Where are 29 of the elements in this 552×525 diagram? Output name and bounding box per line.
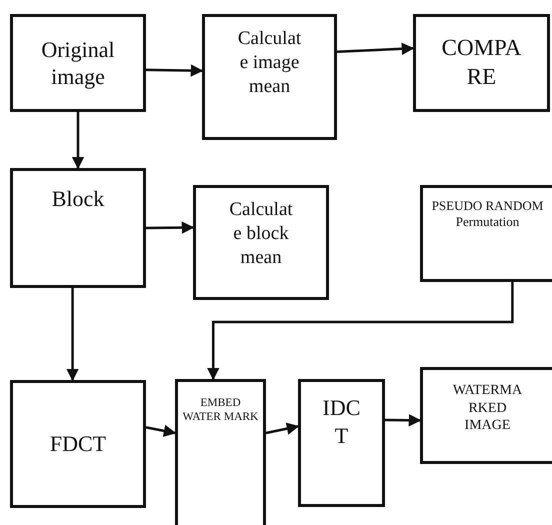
process-box [413, 14, 550, 112]
box-label: FDCT [50, 430, 106, 458]
process-box [193, 185, 329, 300]
box-label: Block [52, 185, 104, 212]
arrow [336, 42, 414, 56]
box-label: WATERMA RKED IMAGE [452, 382, 524, 434]
arrow [146, 424, 176, 437]
arrow [146, 64, 204, 77]
process-box [202, 14, 337, 140]
arrow [266, 422, 300, 435]
box-label: IDC T [322, 394, 362, 449]
box-label: Calculate image mean [236, 27, 302, 98]
arrow [72, 112, 84, 170]
arrow [206, 282, 514, 380]
input-box [420, 185, 552, 282]
box-label: EMBED WATER MARK [182, 396, 259, 425]
process-box [10, 14, 146, 112]
arrow [66, 288, 79, 382]
process-box [298, 379, 385, 507]
process-box [175, 379, 266, 525]
box-label: Original image [40, 36, 116, 90]
box-label: COMPA RE [440, 34, 522, 91]
box-label: PSEUDO RANDOM Permutation [430, 198, 544, 230]
process-box [10, 380, 146, 508]
box-label: Calculate block mean [228, 198, 294, 270]
arrow [384, 414, 422, 426]
process-box [420, 367, 552, 464]
process-box [10, 168, 146, 288]
arrow [146, 221, 194, 234]
